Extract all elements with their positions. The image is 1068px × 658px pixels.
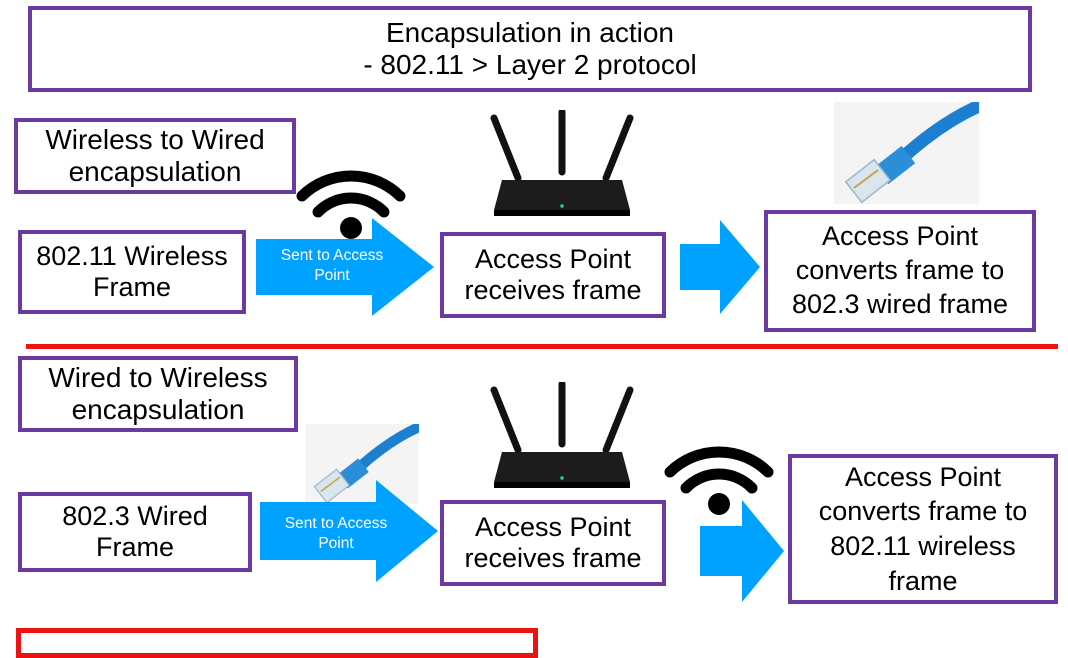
- bottom-send-arrow-label: Sent to Access Point: [266, 514, 406, 554]
- bottom-source-frame-box: 802.3 Wired Frame: [18, 492, 252, 572]
- bottom-red-box: [16, 628, 538, 658]
- top-result-box: Access Point converts frame to 802.3 wir…: [764, 210, 1036, 332]
- top-convert-arrow: [680, 220, 760, 314]
- bottom-heading-box: Wired to Wireless encapsulation: [18, 356, 298, 432]
- top-source-line-2: Frame: [92, 272, 171, 302]
- top-result-line-1: Access Point: [821, 221, 979, 252]
- top-source-line-1: 802.11 Wireless: [36, 240, 228, 271]
- wifi-icon: [296, 170, 406, 239]
- top-send-arrow-label: Sent to Access Point: [262, 246, 402, 286]
- bottom-result-line-2: converts frame to: [818, 496, 1028, 527]
- title-box: Encapsulation in action - 802.11 > Layer…: [28, 6, 1032, 92]
- bottom-send-label-line-2: Point: [318, 535, 354, 553]
- top-send-arrow: [256, 218, 434, 316]
- router-image: [490, 110, 634, 216]
- bottom-source-line-2: Frame: [95, 532, 174, 562]
- ethernet-cable-image: [305, 424, 419, 504]
- top-heading-line-1: Wireless to Wired: [45, 123, 265, 155]
- bottom-ap-line-1: Access Point: [474, 511, 632, 542]
- bottom-source-line-1: 802.3 Wired: [62, 500, 208, 531]
- top-heading-box: Wireless to Wired encapsulation: [14, 118, 296, 194]
- ethernet-cable-image: [834, 102, 979, 204]
- title-line-2: - 802.11 > Layer 2 protocol: [363, 49, 697, 80]
- bottom-heading-line-2: encapsulation: [71, 394, 245, 425]
- bottom-send-label-line-1: Sent to Access: [284, 515, 388, 532]
- router-image: [490, 382, 634, 488]
- bottom-result-line-4: frame: [888, 565, 958, 596]
- top-send-label-line-1: Sent to Access: [280, 247, 384, 264]
- top-result-line-2: converts frame to: [795, 255, 1005, 286]
- bottom-result-box: Access Point converts frame to 802.11 wi…: [788, 454, 1058, 604]
- wifi-icon: [664, 446, 774, 515]
- top-ap-line-1: Access Point: [474, 243, 632, 274]
- top-heading-line-2: encapsulation: [68, 156, 242, 187]
- top-access-point-box: Access Point receives frame: [440, 232, 666, 318]
- bottom-heading-line-1: Wired to Wireless: [48, 361, 268, 393]
- bottom-send-arrow: [260, 480, 438, 582]
- top-ap-line-2: receives frame: [464, 275, 642, 305]
- top-source-frame-box: 802.11 Wireless Frame: [18, 230, 246, 314]
- bottom-access-point-box: Access Point receives frame: [440, 500, 666, 586]
- bottom-result-line-1: Access Point: [844, 461, 1002, 492]
- section-divider: [26, 344, 1058, 349]
- bottom-result-line-3: 802.11 wireless: [830, 531, 1016, 561]
- bottom-ap-line-2: receives frame: [464, 543, 642, 573]
- top-send-label-line-2: Point: [314, 267, 350, 285]
- title-line-1: Encapsulation in action: [386, 16, 674, 48]
- top-result-line-3: 802.3 wired frame: [791, 288, 1009, 319]
- bottom-convert-arrow: [700, 500, 784, 602]
